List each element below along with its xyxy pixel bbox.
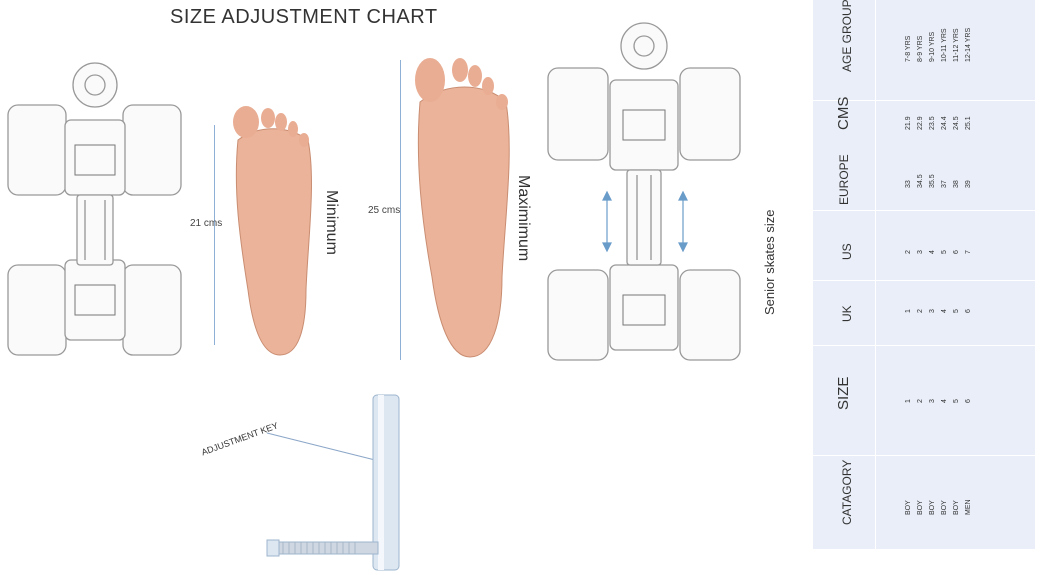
- cell-size: 1: [905, 399, 912, 403]
- cell-age: 9-10 YRS: [929, 31, 936, 62]
- cell-category: BOY: [917, 500, 924, 515]
- max-measure-line: [400, 60, 401, 360]
- cell-europe: 35.5: [929, 174, 936, 188]
- cell-age: 7-8 YRS: [905, 35, 912, 62]
- cell-us: 7: [965, 250, 972, 254]
- cell-europe: 37: [941, 180, 948, 188]
- adjustment-key-pointer: [266, 432, 376, 461]
- cell-uk: 1: [905, 309, 912, 313]
- cell-cms: 24.4: [941, 116, 948, 130]
- max-measure-label: 25 cms: [368, 205, 401, 216]
- senior-skates-label: Senior skates size: [762, 209, 777, 316]
- adjustment-key-image: [266, 394, 400, 571]
- cell-us: 3: [917, 250, 924, 254]
- cell-size: 3: [929, 399, 936, 403]
- cell-europe: 34.5: [917, 174, 924, 188]
- cell-size: 5: [953, 399, 960, 403]
- min-measure-line: [214, 125, 215, 345]
- large-foot-image: [415, 58, 510, 358]
- cell-age: 10-11 YRS: [941, 28, 948, 62]
- small-foot-image: [233, 106, 312, 356]
- cell-age: 12-14 YRS: [965, 27, 972, 62]
- max-foot-label: Maximimum: [515, 175, 532, 262]
- cell-us: 6: [953, 250, 960, 254]
- header-age-group: AGE GROUP: [840, 0, 854, 72]
- cell-size: 4: [941, 399, 948, 403]
- cell-europe: 39: [965, 180, 972, 188]
- min-measure-label: 21 cms: [190, 218, 223, 229]
- cell-uk: 2: [917, 309, 924, 313]
- header-europe: EUROPE: [837, 154, 851, 205]
- cell-europe: 38: [953, 180, 960, 188]
- header-size: SIZE: [835, 376, 852, 410]
- cell-cms: 23.5: [929, 116, 936, 130]
- cell-cms: 22.9: [917, 116, 924, 130]
- cell-cms: 21.9: [905, 116, 912, 130]
- cell-age: 8-9 YRS: [917, 35, 924, 62]
- cell-category: MEN: [965, 499, 972, 515]
- left-skate-image: [7, 62, 182, 356]
- cell-category: BOY: [905, 500, 912, 515]
- header-category: CATAGORY: [840, 459, 854, 525]
- header-uk: UK: [840, 305, 854, 322]
- cell-uk: 4: [941, 309, 948, 313]
- cell-uk: 6: [965, 309, 972, 313]
- cell-cms: 24.5: [953, 116, 960, 130]
- cell-us: 4: [929, 250, 936, 254]
- cell-category: BOY: [953, 500, 960, 515]
- cell-europe: 33: [905, 180, 912, 188]
- header-us: US: [840, 243, 854, 260]
- right-skate-image: [547, 22, 741, 361]
- cell-category: BOY: [929, 500, 936, 515]
- chart-title: SIZE ADJUSTMENT CHART: [170, 6, 438, 28]
- cell-size: 2: [917, 399, 924, 403]
- cell-size: 6: [965, 399, 972, 403]
- cell-uk: 3: [929, 309, 936, 313]
- min-foot-label: Minimum: [323, 190, 340, 255]
- cell-uk: 5: [953, 309, 960, 313]
- cell-us: 5: [941, 250, 948, 254]
- cell-us: 2: [905, 250, 912, 254]
- cell-cms: 25.1: [965, 116, 972, 130]
- size-table: [813, 0, 1035, 549]
- header-cms: CMS: [835, 96, 852, 130]
- cell-category: BOY: [941, 500, 948, 515]
- cell-age: 11-12 YRS: [953, 28, 960, 62]
